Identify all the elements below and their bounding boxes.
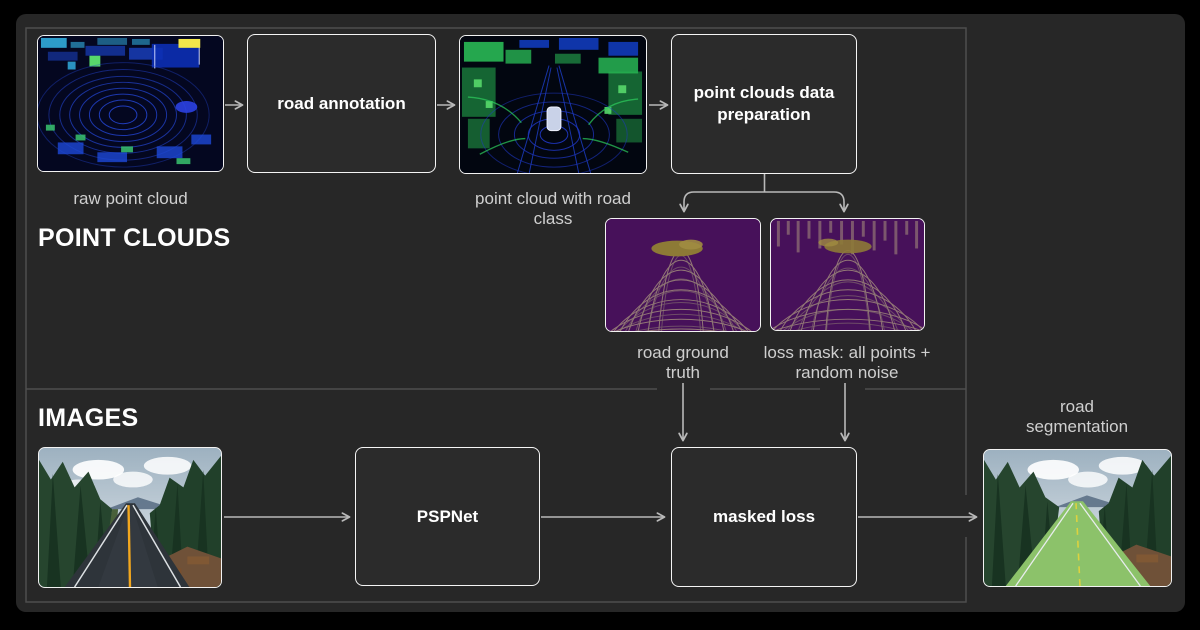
section-title-point-clouds: POINT CLOUDS xyxy=(38,224,231,252)
caption-road-segmentation: road segmentation xyxy=(1025,397,1129,436)
image-raw-point-cloud xyxy=(37,35,224,172)
image-road-segmentation xyxy=(983,449,1172,587)
caption-loss-mask: loss mask: all points + random noise xyxy=(763,343,931,382)
road-segmentation-graphic xyxy=(984,450,1171,586)
image-road-photo xyxy=(38,447,222,588)
node-pspnet-label: PSPNet xyxy=(416,506,479,526)
road-photo-graphic xyxy=(39,448,221,587)
caption-raw-point-cloud: raw point cloud xyxy=(73,189,188,208)
node-masked-loss-label: masked loss xyxy=(712,507,816,526)
node-point-clouds-data-preparation: point clouds data preparation xyxy=(671,34,857,174)
image-road-ground-truth xyxy=(605,218,761,332)
image-loss-mask xyxy=(770,218,925,331)
road-ground-truth-graphic xyxy=(606,219,760,331)
section-title-images: IMAGES xyxy=(38,404,139,432)
node-road-annotation-label: road annotation xyxy=(277,93,406,113)
image-point-cloud-with-road-class xyxy=(459,35,647,174)
loss-mask-graphic xyxy=(771,219,924,330)
node-road-annotation: road annotation xyxy=(247,34,436,173)
node-point-clouds-data-preparation-label: point clouds data preparation xyxy=(693,83,835,124)
caption-road-ground-truth: road ground truth xyxy=(637,343,729,382)
node-masked-loss: masked loss xyxy=(671,447,857,587)
point-cloud-road-class-graphic xyxy=(460,36,646,173)
raw-point-cloud-graphic xyxy=(38,36,223,171)
node-pspnet: PSPNet xyxy=(355,447,540,586)
